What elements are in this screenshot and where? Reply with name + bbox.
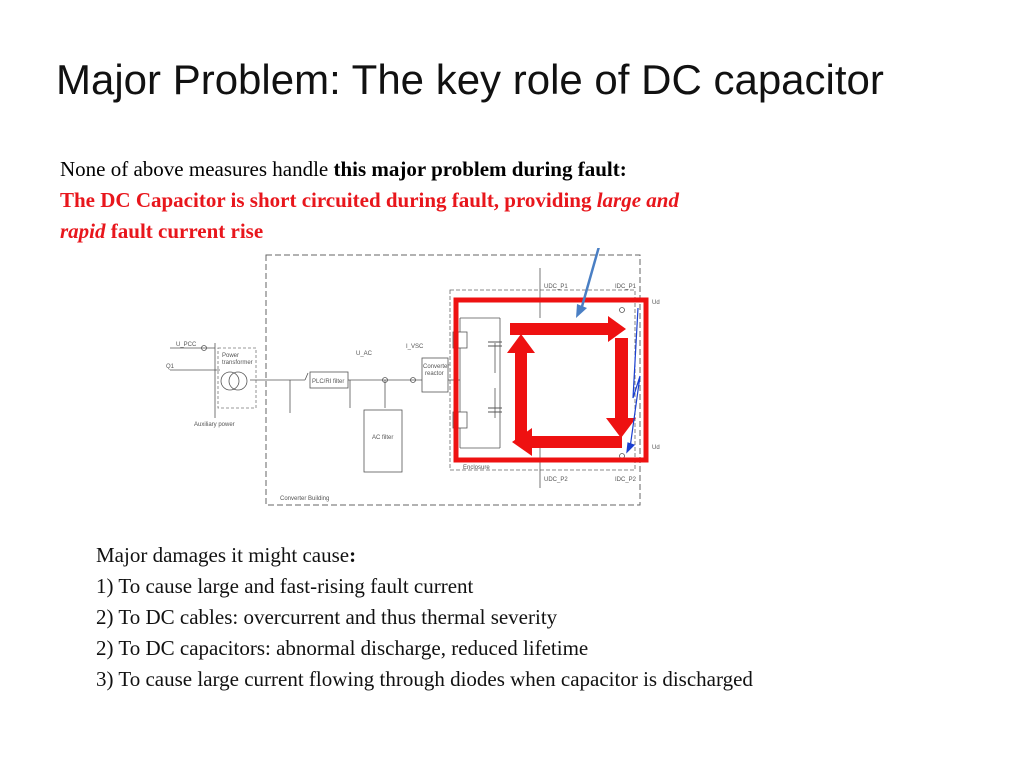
label-power-transformer-1: Power [222,353,239,359]
slide-title: Major Problem: The key role of DC capaci… [56,56,884,103]
intro-line-2: The DC Capacitor is short circuited duri… [60,185,860,216]
damages-heading-text: Major damages it might cause [96,543,350,567]
label-enclosure: Enclosure [463,465,490,471]
intro-line-3-text: fault current rise [105,219,264,243]
intro-line-2-text: The DC Capacitor is short circuited duri… [60,188,597,212]
damage-item: 2) To DC capacitors: abnormal discharge,… [96,636,589,660]
label-converter-building: Converter Building [280,496,329,502]
label-udc-p2: UDC_P2 [544,477,568,483]
intro-line-1-bold: this major problem during fault: [333,157,627,181]
label-plc-ri-filter: PLC/RI filter [312,379,344,385]
meas-point-upcc [201,345,207,351]
label-ud-bottom: Ud [652,445,660,451]
intro-line-1-normal: None of above measures handle [60,157,334,181]
intro-line-1: None of above measures handle this major… [60,154,860,185]
label-converter-reactor-2: reactor [425,371,444,377]
intro-line-3: rapid fault current rise [60,216,860,247]
arrow-top-right [510,316,626,342]
damage-item: 2) To DC cables: overcurrent and thus th… [96,605,558,629]
label-ud-top: Ud [652,300,660,306]
label-idc-p2: IDC_P2 [615,477,637,483]
damage-item: 3) To cause large current flowing throug… [96,667,753,691]
meas-point-uac [382,377,388,383]
intro-line-2-italic: large and [596,188,679,212]
label-ac-filter: AC filter [372,435,393,441]
arrow-right-down [606,338,636,438]
arrow-left-up [507,334,535,443]
meas-point-ivsc [410,377,416,383]
damages-heading: Major damages it might cause: [96,540,956,571]
converter-reactor-box [421,357,449,393]
damages-list: Major damages it might cause: 1) To caus… [96,540,956,695]
fault-current-loop [453,297,649,463]
label-q1: Q1 [166,364,175,370]
converter-schematic: U_PCC Q1 Power transformer Auxiliary pow… [166,248,660,506]
intro-line-3-italic: rapid [60,219,106,243]
meas-point-idc-p1 [619,307,625,313]
label-converter-reactor-1: Converter [423,364,449,370]
label-udc-p1: UDC_P1 [544,284,568,290]
label-u-pcc: U_PCC [176,342,197,348]
damages-heading-colon: : [349,543,357,567]
fault-circulation-arrows [507,316,636,456]
intro-text: None of above measures handle this major… [60,154,860,247]
label-power-transformer-2: transformer [222,360,253,366]
fault-current-trace [626,307,641,454]
dc-capacitors [488,341,502,413]
ac-filter-box [363,409,403,473]
label-u-ac: U_AC [356,351,373,357]
plc-ri-filter-box [309,371,349,389]
label-idc-p1: IDC_P1 [615,284,637,290]
label-auxiliary-power: Auxiliary power [194,422,235,428]
label-i-vsc: I_VSC [406,344,424,350]
power-transformer [217,347,257,409]
damage-item: 1) To cause large and fast-rising fault … [96,574,474,598]
pointer-arrow [576,248,600,318]
arrow-bottom-left [512,428,622,456]
